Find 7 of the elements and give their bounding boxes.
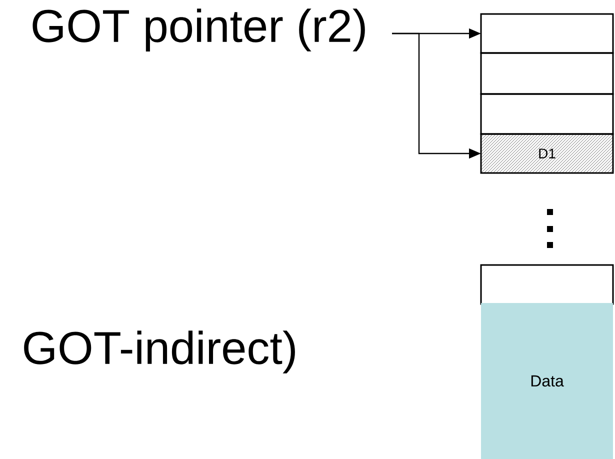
data-block: Data: [481, 303, 613, 459]
hatched-memory-cell: D1: [480, 133, 614, 174]
memory-cell: [480, 13, 614, 54]
memory-cell: [480, 52, 614, 95]
label-text: GOT-indirect): [24, 330, 295, 374]
pointer-label: GOT pointer (r2): [32, 8, 365, 52]
memory-cell: [480, 93, 614, 135]
